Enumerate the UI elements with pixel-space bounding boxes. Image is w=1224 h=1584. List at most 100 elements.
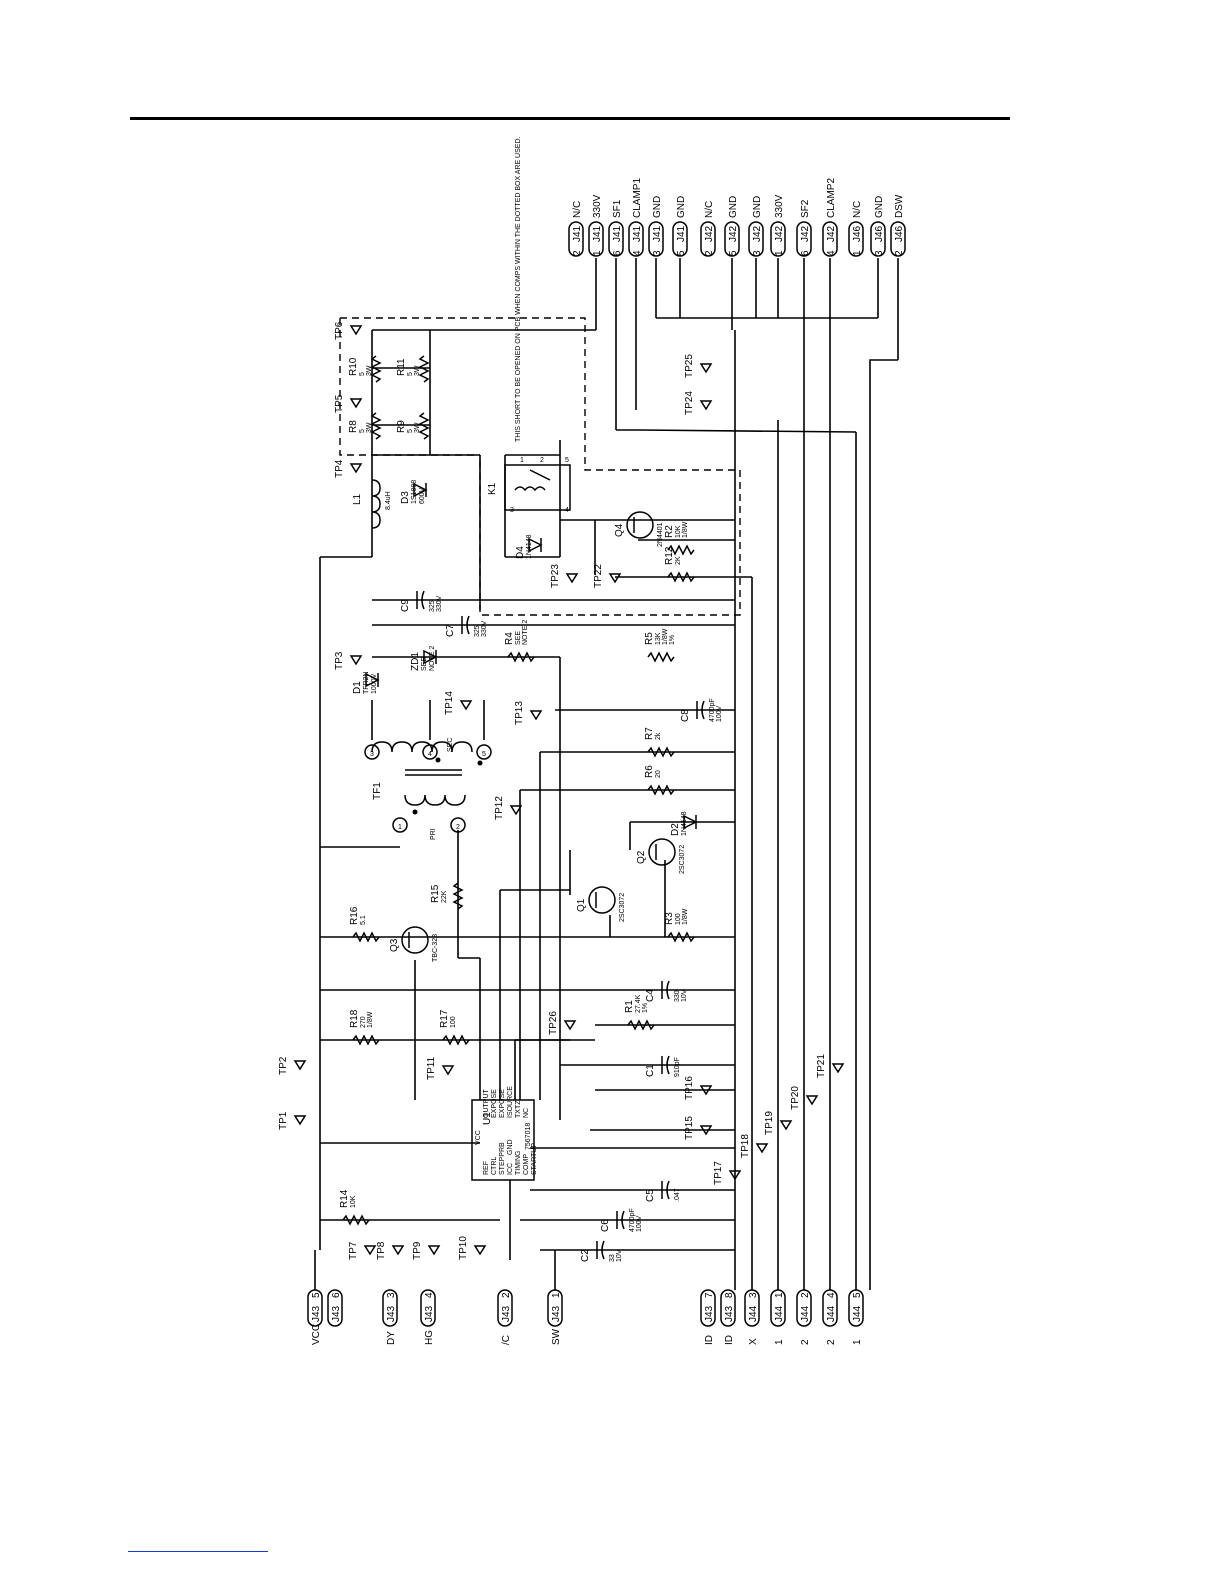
header-rule: [130, 117, 1010, 120]
value-r17: 100: [450, 1016, 457, 1028]
connector-bottom-id: J43: [704, 1305, 715, 1322]
connector-top-signal: GND: [752, 196, 763, 218]
label-tp24: TP24: [684, 391, 695, 415]
value-l1: 8.4uH: [385, 491, 392, 510]
cap-c6-plate-b: [621, 1210, 625, 1230]
connector-bottom-outline: [744, 1289, 760, 1327]
connector-top-id: J42: [728, 225, 739, 242]
connector-bottom-id: J43: [724, 1305, 735, 1322]
label-q2: Q2: [636, 850, 647, 864]
resistor-r2-symbol: [667, 544, 695, 556]
resistor-r6-symbol: [647, 784, 675, 796]
label-c2: C2: [580, 1249, 591, 1262]
label-r6: R6: [644, 765, 655, 778]
label-r16: R16: [349, 906, 360, 925]
resistors: [342, 355, 695, 1226]
test-point-tp8: [391, 1245, 405, 1256]
u1-gnd: GND: [507, 1139, 514, 1155]
connector-bottom-signal: VCC: [311, 1324, 322, 1345]
connector-top-signal: N/C: [852, 201, 863, 218]
k1-pin-5: 5: [565, 457, 569, 464]
label-r1: R1: [624, 1000, 635, 1013]
label-tp25: TP25: [684, 354, 695, 378]
label-r17: R17: [439, 1009, 450, 1028]
resistor-r3-symbol: [667, 931, 695, 943]
label-tp7: TP7: [348, 1241, 359, 1260]
connector-bottom-outline: [497, 1289, 513, 1327]
test-point-tp10: [473, 1245, 487, 1256]
connector-top-outline: [588, 221, 604, 257]
k1-pin-2: 2: [540, 457, 544, 464]
rating-c9: 330V: [436, 595, 443, 612]
label-tp1: TP1: [278, 1111, 289, 1130]
label-tp11: TP11: [426, 1056, 437, 1080]
connector-bottom-pin: 8: [724, 1292, 735, 1298]
transistor-q3-body: [401, 926, 429, 954]
value-q3: TBC-328: [432, 934, 439, 962]
connector-bottom-signal: SW: [551, 1328, 562, 1345]
rating-d1: 1000V: [371, 673, 378, 694]
label-tp23: TP23: [550, 564, 561, 588]
label-tp17: TP17: [713, 1161, 724, 1185]
value-d1: TFR2N: [363, 671, 370, 694]
u1-pin-ctrl: CTRL: [491, 1157, 498, 1175]
connector-top-outline: [770, 221, 786, 257]
rating-zd1: NOTE 2: [429, 646, 436, 671]
connector-bottom-signal: 2: [826, 1339, 837, 1345]
resistor-r14-symbol: [342, 1214, 370, 1226]
connector-top-id: J42: [704, 225, 715, 242]
test-point-tp2: [293, 1060, 307, 1071]
u1-pin-startup: STARTUP: [531, 1143, 538, 1175]
u1-pin-output: OUTPUT: [483, 1089, 490, 1119]
label-r5: R5: [644, 632, 655, 645]
resistor-r11-symbol: [418, 355, 430, 383]
value-zd1: SEE: [421, 657, 428, 671]
connector-top-signal: GND: [676, 196, 687, 218]
bottom-connectors: 5J43VCC6J433J43DY4J43HG2J43/C1J43SW7J43I…: [307, 1289, 864, 1345]
connector-top-id: J46: [874, 225, 885, 242]
value-c8: 4700pF: [709, 698, 716, 722]
connector-bottom-signal: ID: [724, 1335, 735, 1345]
value-d3: 1S1888: [411, 480, 418, 504]
label-tp10: TP10: [458, 1236, 469, 1260]
label-c6: C6: [600, 1219, 611, 1232]
label-q3: Q3: [389, 938, 400, 952]
connector-top-id: J42: [774, 225, 785, 242]
connector-bottom-id: J43: [551, 1305, 562, 1322]
cap-c1-plate-b: [666, 1055, 670, 1075]
test-point-tp6: [349, 325, 363, 336]
label-tp16: TP16: [684, 1076, 695, 1100]
resistor-r10-symbol: [370, 355, 382, 383]
rating-r1: 1%: [642, 1003, 649, 1013]
value-c5: .047: [674, 1188, 681, 1202]
rating-r2: 1/8W: [682, 521, 689, 538]
value-r14: 10K: [350, 1195, 357, 1208]
u1-pin-txtz: TXTZ: [515, 1100, 522, 1118]
value-c4: 330: [674, 990, 681, 1002]
u1-pin-timing: TIMING: [515, 1151, 522, 1176]
connector-top-id: J41: [612, 225, 623, 242]
connector-top-pin: 2: [894, 250, 905, 256]
test-point-tp12: [509, 805, 523, 816]
connector-top-pin: 4: [826, 250, 837, 256]
test-point-tp25: [699, 363, 713, 374]
test-point-tp19: [779, 1120, 793, 1131]
u1-pin-ref: REF: [483, 1161, 490, 1175]
connector-bottom-id: J44: [748, 1305, 759, 1322]
value-r11: 5: [407, 372, 414, 376]
connector-bottom-id: J43: [311, 1305, 322, 1322]
test-point-tp20: [805, 1095, 819, 1106]
rating-c4: 10V: [681, 989, 688, 1002]
u1-pin-isource: ISOURCE: [507, 1086, 514, 1118]
rating-c8: 100V: [716, 705, 723, 722]
value-q1: 2SC3072: [619, 893, 626, 922]
